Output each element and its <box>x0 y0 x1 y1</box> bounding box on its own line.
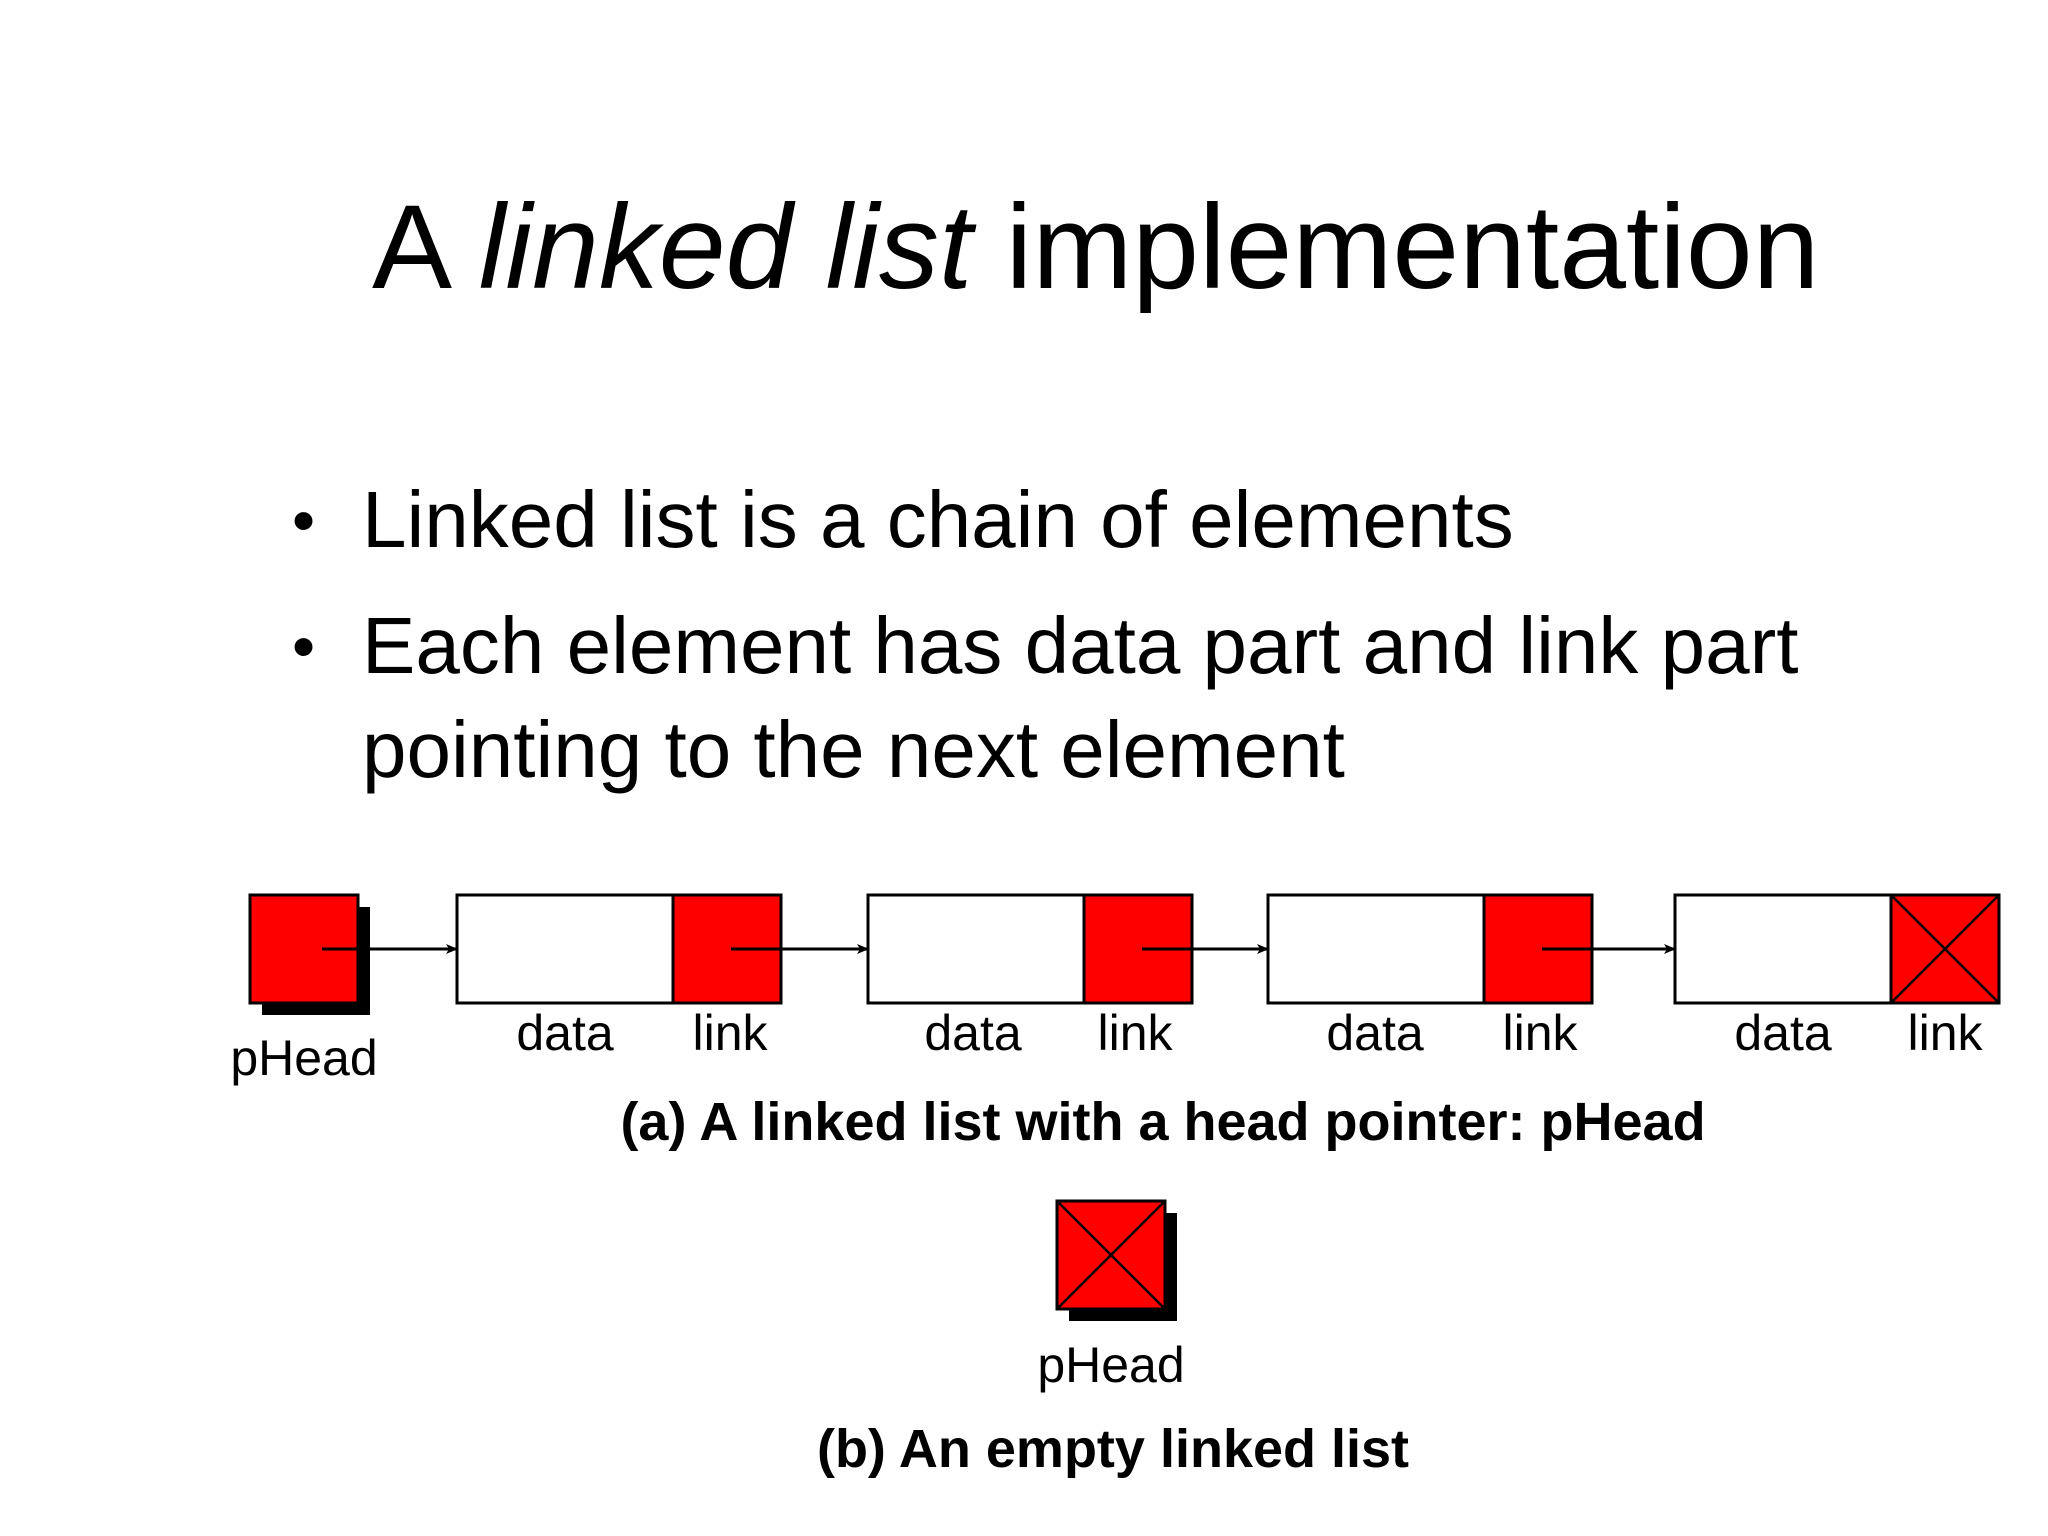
node-data-box <box>455 893 675 1005</box>
empty-head-pointer <box>1055 1199 1177 1321</box>
title-part-1: A <box>372 180 479 314</box>
node-link-label: link <box>1097 1005 1173 1061</box>
empty-head-label: pHead <box>1037 1337 1184 1393</box>
node-data-box <box>866 893 1086 1005</box>
node-data-label: data <box>516 1005 614 1061</box>
node-link-label: link <box>1907 1005 1983 1061</box>
title-part-2: implementation <box>972 180 1820 314</box>
bullet-list: • Linked list is a chain of elements • E… <box>282 468 2022 824</box>
node-data-label: data <box>1734 1005 1832 1061</box>
null-cross-icon <box>1890 894 2000 1004</box>
bullet-text: Each element has data part and link part… <box>362 601 1799 794</box>
list-node <box>1673 893 2001 1005</box>
null-cross-icon <box>1056 1200 1166 1310</box>
node-link-label: link <box>1502 1005 1578 1061</box>
diagram-a-caption: (a) A linked list with a head pointer: p… <box>620 1092 1705 1152</box>
node-link-label: link <box>692 1005 768 1061</box>
bullet-text: Linked list is a chain of elements <box>362 475 1514 564</box>
slide-title: A linked list implementation <box>372 172 1819 322</box>
diagram-b-caption: (b) An empty linked list <box>817 1419 1409 1479</box>
list-node <box>1266 893 1594 1005</box>
node-data-box <box>1266 893 1486 1005</box>
node-data-label: data <box>924 1005 1022 1061</box>
bullet-dot-icon: • <box>292 609 316 683</box>
title-emphasis: linked list <box>478 180 973 314</box>
bullet-item: • Each element has data part and link pa… <box>282 594 2022 802</box>
head-pointer-label: pHead <box>230 1030 377 1086</box>
head-pointer <box>248 893 370 1015</box>
node-data-label: data <box>1326 1005 1424 1061</box>
bullet-dot-icon: • <box>292 483 316 557</box>
bullet-item: • Linked list is a chain of elements <box>282 468 2022 572</box>
node-data-box <box>1673 893 1893 1005</box>
list-node <box>866 893 1194 1005</box>
